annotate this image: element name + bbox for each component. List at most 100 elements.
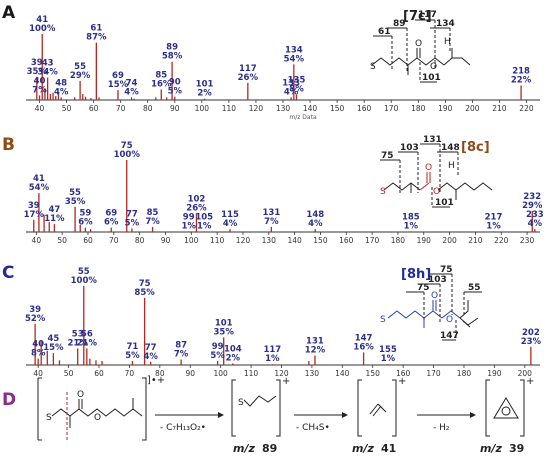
x-tick-label: 150 — [366, 369, 381, 378]
peak-intensity-label: 1% — [404, 221, 419, 231]
panel-c-atom: O — [431, 291, 438, 301]
peak-mz-label: 85 — [147, 208, 159, 218]
peak-intensity-label: 1% — [197, 221, 212, 231]
peak-intensity-label: 4% — [528, 219, 543, 229]
scheme-arrow-label-1: - C₇H₁₃O₂• — [160, 423, 206, 433]
x-tick-label: 40 — [35, 104, 45, 113]
x-tick-label: 80 — [135, 236, 145, 245]
scheme-product-mz-value: 39 — [509, 442, 524, 455]
peak-mz-label: 48 — [55, 78, 67, 88]
peak-intensity-label: 15% — [108, 80, 129, 90]
peak-mz-label: 148 — [306, 210, 324, 220]
peak-mz-label: 102 — [188, 194, 206, 204]
x-tick-label: 100 — [195, 104, 210, 113]
peak-intensity-label: 29% — [522, 201, 543, 211]
peak-intensity-label: 4% — [54, 87, 69, 97]
peak-mz-label: 131 — [263, 208, 281, 218]
panel-a-atom: H — [444, 37, 451, 47]
peak-mz-label: 99 — [212, 342, 224, 352]
x-tick-label: 190 — [417, 236, 432, 245]
panel-a-letter: A — [2, 3, 16, 23]
peak-mz-label: 99 — [183, 212, 195, 222]
panel-c-atom: S — [380, 315, 386, 325]
x-tick-label: 120 — [236, 236, 251, 245]
peak-mz-label: 55 — [78, 267, 90, 277]
x-tick-label: 60 — [83, 236, 93, 245]
peak-mz-label: 90 — [169, 78, 181, 88]
peak-mz-label: 131 — [306, 337, 324, 347]
peak-intensity-label: 7% — [145, 217, 160, 227]
x-tick-label: 130 — [262, 236, 277, 245]
peak-mz-label: 155 — [379, 345, 397, 355]
peak-mz-label: 117 — [239, 64, 257, 74]
panel-a-struct-label: 89 — [393, 19, 406, 29]
peak-intensity-label: 1% — [381, 354, 396, 364]
peak-intensity-label: 54% — [29, 183, 50, 193]
peak-mz-label: 40 — [32, 340, 44, 350]
peak-mz-label: 55 — [74, 62, 86, 72]
panel-b-struct-label: 75 — [381, 151, 394, 161]
peak-intensity-label: 4% — [284, 87, 299, 97]
x-tick-label: 120 — [274, 369, 289, 378]
panel-c-atom: O — [446, 315, 453, 325]
peak-intensity-label: 2% — [197, 89, 212, 99]
panel-c-struct-label: 55 — [468, 283, 481, 293]
x-tick-label: 90 — [161, 236, 171, 245]
x-tick-label: 170 — [365, 236, 380, 245]
peak-mz-label: 61 — [90, 24, 102, 34]
x-tick-label: 40 — [32, 236, 42, 245]
peak-mz-label: 55 — [69, 188, 81, 198]
peak-mz-label: 217 — [485, 212, 503, 222]
peak-intensity-label: 7% — [264, 217, 279, 227]
panel-c-struct-label: 147 — [440, 331, 459, 341]
x-tick-label: 50 — [57, 236, 67, 245]
peak-mz-label: 233 — [526, 210, 544, 220]
panel-b-atom: H — [448, 161, 455, 171]
x-tick-label: 160 — [339, 236, 354, 245]
x-tick-label: 200 — [465, 104, 480, 113]
peak-mz-label: 69 — [105, 209, 117, 219]
peak-intensity-label: 58% — [162, 52, 183, 62]
panel-b-struct-label: 103 — [400, 143, 419, 153]
peak-mz-label: 101 — [196, 80, 214, 90]
peak-mz-label: 45 — [47, 334, 59, 344]
panel-b-atom: O — [425, 163, 432, 173]
peak-mz-label: 39 — [28, 201, 40, 211]
panel-a-struct-label: 117 — [418, 10, 437, 20]
x-tick-label: 80 — [155, 369, 165, 378]
peak-intensity-label: 35% — [27, 67, 48, 77]
peak-intensity-label: 21% — [77, 338, 98, 348]
panel-b-struct-label: 131 — [423, 135, 442, 145]
peak-intensity-label: 22% — [511, 75, 532, 85]
panel-a-atom: O — [415, 39, 422, 49]
peak-intensity-label: 4% — [308, 219, 323, 229]
peak-intensity-label: 52% — [25, 314, 46, 324]
scheme-arrow-label-2: - CH₄S• — [296, 423, 330, 433]
scheme-atom-o: O — [94, 413, 101, 423]
peak-mz-label: 41 — [33, 174, 45, 184]
x-tick-label: 140 — [335, 369, 350, 378]
x-tick-label: 230 — [520, 236, 535, 245]
x-tick-label: 190 — [487, 369, 502, 378]
scheme-product-mz-label: m/z — [480, 442, 502, 455]
x-tick-label: 100 — [184, 236, 199, 245]
scheme-plus: + — [398, 376, 406, 387]
x-tick-label: 200 — [518, 369, 533, 378]
peak-mz-label: 185 — [402, 212, 420, 222]
x-tick-label: 40 — [33, 369, 43, 378]
peak-mz-label: 104 — [224, 344, 242, 354]
peak-intensity-label: 87% — [86, 33, 107, 43]
x-tick-label: 170 — [426, 369, 441, 378]
x-tick-label: 180 — [457, 369, 472, 378]
panel-b-struct-label: 148 — [441, 143, 460, 153]
peak-mz-label: 59 — [79, 209, 91, 219]
x-tick-label: 130 — [305, 369, 320, 378]
peak-mz-label: 135 — [288, 76, 306, 86]
scheme-atom-s: S — [238, 398, 244, 408]
peak-intensity-label: 4% — [223, 219, 238, 229]
peak-intensity-label: 7% — [32, 85, 47, 95]
scheme-arrowhead-2 — [342, 412, 348, 418]
